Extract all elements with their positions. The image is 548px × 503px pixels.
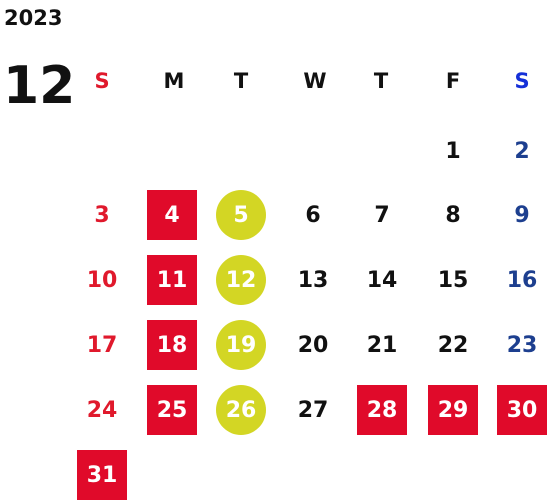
calendar-day-7: 7 (374, 202, 390, 228)
calendar-day-27: 27 (297, 397, 329, 423)
calendar-day-18: 18 (147, 320, 197, 370)
calendar-day-16: 16 (506, 267, 538, 293)
weekday-header-fri: F (445, 69, 461, 93)
calendar-day-12: 12 (216, 255, 266, 305)
calendar-day-15: 15 (437, 267, 469, 293)
calendar-day-4: 4 (147, 190, 197, 240)
weekday-header-thu: T (373, 69, 389, 93)
calendar-day-20: 20 (297, 332, 329, 358)
calendar-day-30: 30 (497, 385, 547, 435)
calendar-day-24: 24 (86, 397, 118, 423)
calendar-day-14: 14 (366, 267, 398, 293)
calendar-month: 12 (3, 56, 76, 116)
calendar-day-6: 6 (305, 202, 321, 228)
calendar-year: 2023 (4, 6, 63, 30)
calendar-day-29: 29 (428, 385, 478, 435)
calendar-day-26: 26 (216, 385, 266, 435)
calendar-day-10: 10 (86, 267, 118, 293)
weekday-header-sat: S (514, 69, 530, 93)
calendar-day-25: 25 (147, 385, 197, 435)
calendar-day-21: 21 (366, 332, 398, 358)
calendar-day-3: 3 (94, 202, 110, 228)
calendar-day-2: 2 (514, 138, 530, 164)
calendar-day-5: 5 (216, 190, 266, 240)
weekday-header-tue: T (233, 69, 249, 93)
weekday-header-mon: M (163, 69, 185, 93)
calendar-day-23: 23 (506, 332, 538, 358)
weekday-header-wed: W (303, 69, 327, 93)
calendar-day-22: 22 (437, 332, 469, 358)
calendar-day-1: 1 (445, 138, 461, 164)
calendar-day-28: 28 (357, 385, 407, 435)
calendar-day-9: 9 (514, 202, 530, 228)
calendar-day-31: 31 (77, 450, 127, 500)
calendar-day-8: 8 (445, 202, 461, 228)
weekday-header-sun: S (94, 69, 110, 93)
calendar-day-19: 19 (216, 320, 266, 370)
calendar-day-11: 11 (147, 255, 197, 305)
calendar-day-13: 13 (297, 267, 329, 293)
calendar-day-17: 17 (86, 332, 118, 358)
